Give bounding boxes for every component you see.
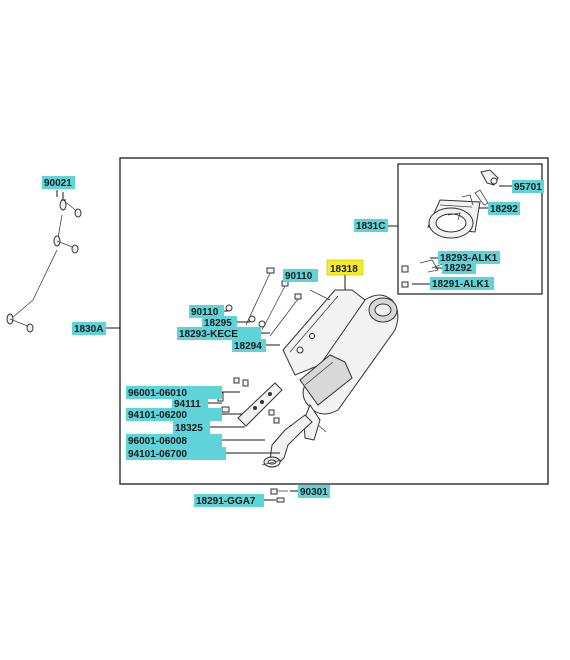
label-96001-06008: 96001-06008 (128, 436, 187, 447)
label-18295: 18295 (204, 318, 232, 329)
label-90021: 90021 (44, 178, 72, 189)
label-95701: 95701 (514, 182, 542, 193)
highlight-18294 (232, 339, 266, 352)
highlight-18291-ALK1 (430, 277, 494, 290)
part-labels: 90021 1830A 1831C 95701 18292 18293-ALK1… (44, 178, 542, 507)
muffler-drawing (261, 289, 399, 468)
highlight-95701 (512, 180, 544, 193)
mounting-bolts-drawing (225, 267, 331, 337)
label-18292-top: 18292 (490, 204, 518, 215)
label-90110-right: 90110 (285, 271, 313, 282)
highlight-90301 (298, 485, 330, 498)
label-18294: 18294 (234, 341, 262, 352)
highlight-18292-mid (442, 261, 476, 274)
highlight-94101-06700 (126, 447, 226, 460)
highlight-18293-KECE (177, 327, 261, 340)
label-1831C: 1831C (356, 221, 385, 232)
label-18292-mid: 18292 (444, 263, 472, 274)
label-18291-ALK1: 18291-ALK1 (432, 279, 490, 290)
label-90301: 90301 (300, 487, 328, 498)
bottom-bolt-drawing (270, 488, 288, 503)
highlight-94101-06200 (126, 408, 222, 421)
highlight-96001-06010 (126, 386, 222, 399)
label-1830A: 1830A (74, 324, 103, 335)
label-94101-06700: 94101-06700 (128, 449, 187, 460)
label-18318: 18318 (330, 264, 358, 275)
highlight-18325 (173, 421, 210, 434)
highlight-18293-ALK1 (438, 251, 500, 264)
label-94111: 94111 (174, 399, 201, 410)
highlight-18318 (326, 259, 364, 276)
highlight-90110-left (189, 305, 224, 318)
highlight-18292-top (488, 202, 520, 215)
leader-lines (56, 185, 512, 501)
label-96001-06010: 96001-06010 (128, 388, 187, 399)
label-highlights (42, 176, 544, 507)
label-18293-ALK1: 18293-ALK1 (440, 253, 498, 264)
label-90110-left: 90110 (191, 307, 219, 318)
highlight-90021 (42, 176, 75, 189)
highlight-96001-06008 (126, 434, 222, 447)
guard-clamp-top (461, 169, 499, 206)
subassembly-frame-1831C (397, 163, 543, 295)
label-18325: 18325 (175, 423, 203, 434)
assembly-frame-1830A (119, 157, 549, 485)
highlight-90110-right (283, 269, 318, 282)
muffler-guard-drawing (427, 199, 481, 239)
highlight-1831C (354, 219, 388, 232)
label-94101-06200: 94101-06200 (128, 410, 187, 421)
label-18293-KECE: 18293-KECE (179, 329, 238, 340)
stud-bolt-assembly (6, 192, 82, 333)
highlight-94111 (172, 397, 208, 410)
highlight-18295 (202, 316, 237, 329)
highlight-18291-GGA7 (194, 494, 264, 507)
label-18291-GGA7: 18291-GGA7 (196, 496, 256, 507)
highlight-1830A (72, 322, 106, 335)
